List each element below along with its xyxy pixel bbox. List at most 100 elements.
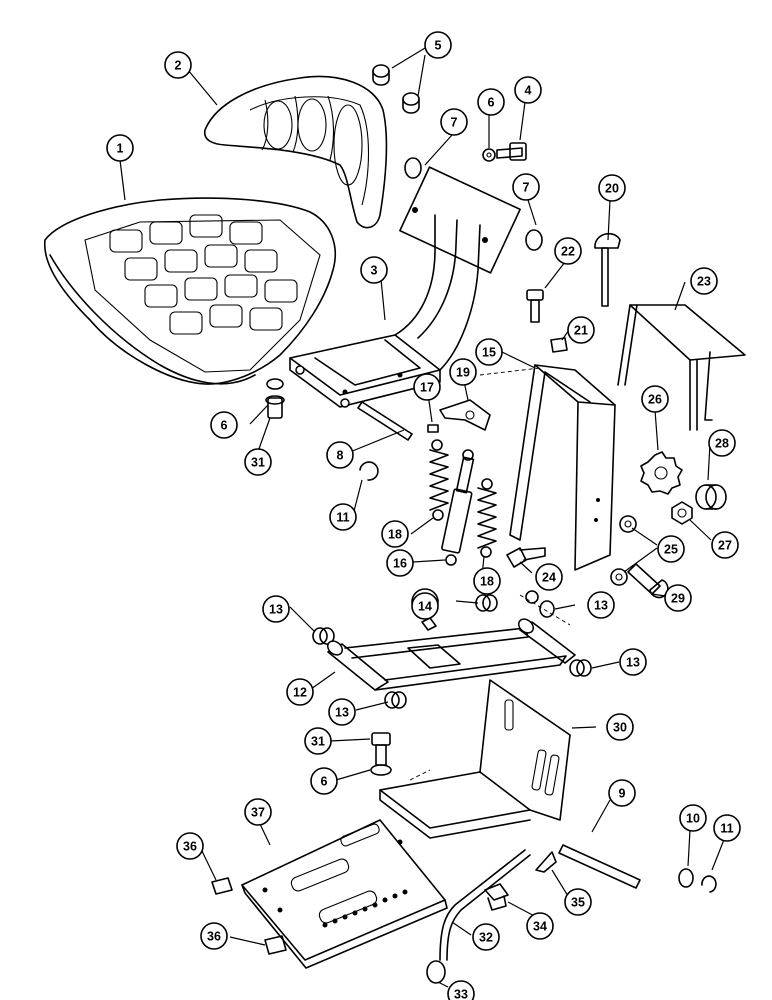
callout-c6b: 6 xyxy=(210,411,238,439)
callout-circle xyxy=(713,814,741,842)
callout-number: 18 xyxy=(480,575,494,589)
bush-14 xyxy=(421,617,437,631)
leader-lines xyxy=(119,47,728,988)
callout-number: 16 xyxy=(393,557,407,571)
callout-c19: 19 xyxy=(449,358,477,386)
channel-support xyxy=(479,364,616,571)
callout-circle xyxy=(310,767,338,795)
callout-number: 23 xyxy=(697,275,711,289)
callout-c7a: 7 xyxy=(440,108,468,136)
callout-c9: 9 xyxy=(608,779,636,807)
callout-circle xyxy=(619,648,647,676)
callout-circle xyxy=(440,108,468,136)
callout-c13a: 13 xyxy=(262,595,290,623)
callout-circle xyxy=(554,237,582,265)
callout-number: 1 xyxy=(117,142,124,156)
callout-number: 15 xyxy=(482,346,496,360)
callout-number: 27 xyxy=(718,539,732,553)
clip-34 xyxy=(484,883,509,911)
clip-35 xyxy=(535,851,557,873)
callout-c21: 21 xyxy=(567,316,595,344)
callout-c27: 27 xyxy=(711,531,739,559)
callout-c7b: 7 xyxy=(512,173,540,201)
bush-13-lower xyxy=(384,691,407,709)
shaft-9 xyxy=(558,844,641,889)
callout-c24: 24 xyxy=(535,563,563,591)
seat-cushion xyxy=(44,197,337,385)
callout-number: 28 xyxy=(715,437,729,451)
callout-number: 13 xyxy=(269,603,283,617)
callout-circle xyxy=(244,798,272,826)
callout-number: 22 xyxy=(561,245,575,259)
backrest xyxy=(203,75,388,229)
nut-21 xyxy=(550,337,568,353)
callout-c34: 34 xyxy=(526,912,554,940)
callout-number: 21 xyxy=(574,324,588,338)
callout-circle xyxy=(447,980,475,1000)
bolt-top xyxy=(496,142,527,161)
callout-circle xyxy=(473,567,501,595)
spring-right xyxy=(477,478,497,558)
callout-c29: 29 xyxy=(664,584,692,612)
callout-c12: 12 xyxy=(286,678,314,706)
callout-circle xyxy=(564,888,592,916)
callout-c1: 1 xyxy=(106,134,134,162)
callout-c37: 37 xyxy=(244,798,272,826)
callout-number: 29 xyxy=(671,592,685,606)
callout-number: 10 xyxy=(686,812,700,826)
callout-circle xyxy=(472,923,500,951)
callout-c17: 17 xyxy=(413,373,441,401)
callout-number: 18 xyxy=(388,528,402,542)
bush-13-right xyxy=(569,659,592,677)
bush-28 xyxy=(695,484,727,510)
bush-13-pair xyxy=(519,590,571,626)
callout-circle xyxy=(360,256,388,284)
callout-number: 31 xyxy=(251,456,265,470)
callout-circle xyxy=(413,373,441,401)
callout-c32: 32 xyxy=(472,923,500,951)
clip-11-lower xyxy=(701,875,717,893)
callout-circle xyxy=(381,520,409,548)
washer-top xyxy=(482,148,496,162)
callout-c18b: 18 xyxy=(473,567,501,595)
bushes xyxy=(372,64,420,114)
knob-33 xyxy=(426,960,446,984)
callout-circle xyxy=(608,779,636,807)
bush-13-centre xyxy=(475,594,498,612)
bolt-31-lower xyxy=(371,732,391,766)
callout-number: 13 xyxy=(335,706,349,720)
spring-left xyxy=(429,439,449,521)
callout-c13c: 13 xyxy=(587,591,615,619)
callout-number: 12 xyxy=(293,686,307,700)
callout-number: 30 xyxy=(613,721,627,735)
clip-11-upper xyxy=(359,461,379,481)
callout-c36a: 36 xyxy=(176,832,204,860)
callout-number: 36 xyxy=(207,930,221,944)
callout-circle xyxy=(641,385,669,413)
callout-circle xyxy=(200,922,228,950)
callout-c26: 26 xyxy=(641,385,669,413)
callout-number: 6 xyxy=(321,775,328,789)
callout-circle xyxy=(512,173,540,201)
callout-number: 31 xyxy=(311,735,325,749)
callout-circle xyxy=(449,358,477,386)
callout-circle xyxy=(657,535,685,563)
callout-c3: 3 xyxy=(360,256,388,284)
callout-c6a: 6 xyxy=(477,88,505,116)
callout-number: 5 xyxy=(435,39,442,53)
callout-number: 7 xyxy=(451,116,458,130)
rubber-block-lower xyxy=(264,935,287,955)
callout-number: 14 xyxy=(418,600,432,614)
callout-number: 26 xyxy=(648,393,662,407)
callout-c8: 8 xyxy=(326,441,354,469)
callout-c13d: 13 xyxy=(619,648,647,676)
star-knob xyxy=(640,451,683,495)
callout-c20: 20 xyxy=(598,174,626,202)
callout-number: 24 xyxy=(542,571,556,585)
callout-circle xyxy=(329,503,357,531)
washer-6-lower xyxy=(370,764,392,776)
bolt-24 xyxy=(506,547,546,568)
bush-13-left xyxy=(312,627,335,645)
pivot-pin xyxy=(357,401,413,441)
